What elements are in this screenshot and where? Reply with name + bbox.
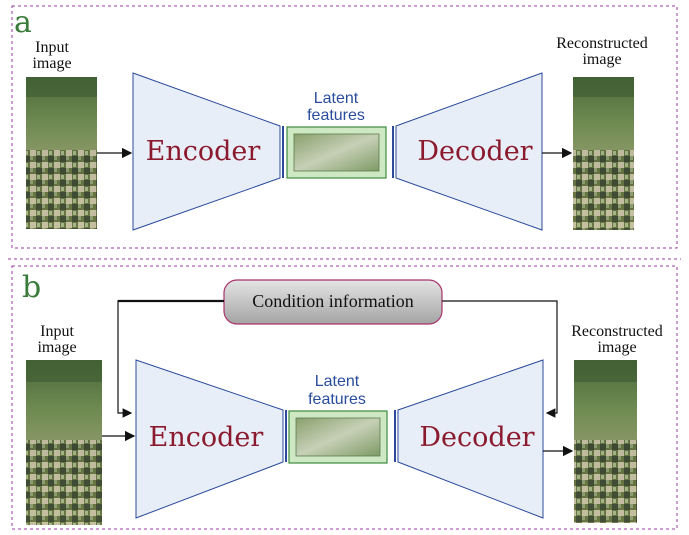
latent-features-label-line2: features bbox=[307, 107, 365, 124]
latent-features-box-b bbox=[288, 410, 388, 464]
latent-features-box bbox=[286, 126, 387, 179]
panel-a-border bbox=[11, 5, 678, 249]
output-image-label-line1: Reconstructed bbox=[556, 35, 648, 52]
decoder-block-b bbox=[397, 359, 544, 519]
decoder-label-b: Decoder bbox=[419, 422, 534, 453]
input-image-label-line1-b: Input bbox=[40, 323, 74, 340]
input-image bbox=[26, 77, 97, 229]
panel-b-border bbox=[11, 265, 678, 530]
decoder-label: Decoder bbox=[417, 136, 532, 167]
condition-information-label: Condition information bbox=[252, 291, 414, 311]
condition-information-box: Condition information bbox=[223, 279, 443, 325]
reconstructed-image bbox=[573, 77, 634, 230]
output-image-label-line2: image bbox=[582, 51, 621, 68]
output-image-label-line2-b: image bbox=[597, 339, 636, 356]
input-image-label-line2: image bbox=[32, 55, 71, 72]
panel-a: a Input image Encoder Latent features De… bbox=[11, 5, 678, 249]
reconstructed-image-b bbox=[574, 360, 637, 523]
panel-b-label: b bbox=[22, 270, 41, 305]
encoder-block-b bbox=[135, 359, 284, 519]
latent-features-label-line1-b: Latent bbox=[315, 373, 360, 390]
panel-a-label: a bbox=[14, 5, 32, 40]
decoder-block bbox=[395, 72, 543, 231]
encoder-label: Encoder bbox=[146, 136, 261, 167]
input-image-b bbox=[26, 360, 102, 525]
latent-features-label-line1: Latent bbox=[314, 90, 359, 107]
input-image-label-line2-b: image bbox=[37, 339, 76, 356]
encoder-label-b: Encoder bbox=[149, 422, 264, 453]
latent-features-label-line2-b: features bbox=[308, 391, 366, 408]
input-image-label-line1: Input bbox=[35, 39, 69, 56]
output-image-label-line1-b: Reconstructed bbox=[571, 323, 663, 340]
encoder-block bbox=[132, 72, 281, 231]
panel-b: b Condition information Input image Enco… bbox=[11, 265, 678, 530]
arrow-condition-to-decoder bbox=[442, 300, 558, 418]
